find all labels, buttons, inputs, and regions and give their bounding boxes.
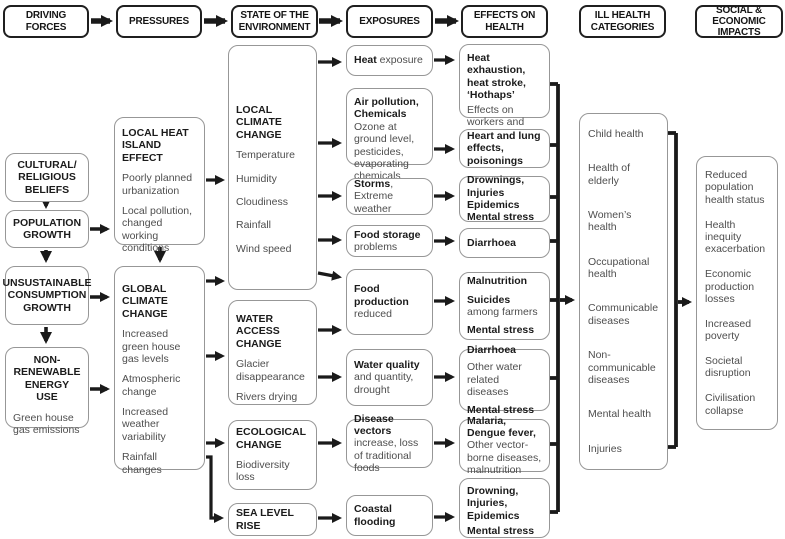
list-item: Societal disruption [705,355,751,380]
list-item: Economic production losses [705,268,755,305]
box-water-quality-quantity: Water quality and quantity, drought [346,349,433,406]
box-sea-level-rise: SEA LEVEL RISE [228,503,317,536]
box-diarrhoea: Diarrhoea [459,228,550,258]
box-cultural-religious-beliefs: CULTURAL/ RELIGIOUS BELIEFS [5,153,89,202]
header-state-of-environment: STATE OF THE ENVIRONMENT [231,5,318,38]
box-title: Heat exhaustion, heat stroke, ‘Hothaps’ [467,52,526,102]
box-social-economic-impacts: Reduced population health status Health … [696,156,778,430]
box-title: LOCAL HEAT ISLAND EFFECT [122,127,189,164]
box-global-climate-change: GLOBAL CLIMATE CHANGE Increased green ho… [114,266,205,476]
header-effects-on-health: EFFECTS ON HEALTH [461,5,548,38]
box-title: SEA LEVEL RISE [236,507,294,532]
list-item: Reduced population health status [705,169,765,206]
list-item: Mental health [588,408,652,421]
list-item: Increased poverty [705,317,752,343]
box-ill-health-categories: Child health Health of elderly Women’s h… [579,113,668,470]
box-line: Poorly planned urbanization [122,172,193,197]
list-item: Health of elderly [588,162,631,187]
box-malaria-dengue: Malaria, Dengue fever, Other vector-born… [459,415,550,476]
box-malnutrition-suicides: Malnutrition Suicides among farmers Ment… [459,272,550,340]
header-social-economic-impacts: SOCIAL & ECONOMIC IMPACTS [695,5,783,38]
list-item: Health inequity exacerbation [705,218,766,256]
box-line: Rainfall changes [122,451,162,476]
box-title: GLOBAL CLIMATE CHANGE [122,283,168,320]
box-unsustainable-consumption-growth: UNSUSTAINABLE CONSUMPTION GROWTH [2,266,92,325]
header-pressures: PRESSURES [116,5,202,38]
box-diarrhoea-water-diseases: Diarrhoea Other water related diseases M… [459,344,550,416]
box-title: NON-RENEWABLE ENERGY USE [13,354,81,404]
box-local-climate-change: LOCAL CLIMATE CHANGE Temperature Humidit… [228,45,317,290]
box-title: ECOLOGICAL CHANGE [236,426,306,451]
header-ill-health-categories: ILL HEALTH CATEGORIES [579,5,666,38]
box-population-growth: POPULATION GROWTH [5,210,89,248]
box-line: Temperature [236,149,295,162]
box-food-production-reduced: Food production reduced [346,269,433,335]
header-driving-forces: DRIVING FORCES [3,5,89,38]
box-disease-vectors: Disease vectors increase, loss of tradit… [346,413,433,474]
box-storms-extreme-weather: Storms, Extreme weather [346,178,433,215]
list-item: Non-communicable diseases [588,349,656,386]
box-note: Green house gas emissions [13,411,80,436]
box-coastal-flooding: Coastal flooding [346,495,433,536]
list-item: Civilisation collapse [705,392,756,417]
list-item: Women’s health [588,209,632,234]
box-food-storage-problems: Food storage problems [346,225,433,257]
list-item: Injuries [588,442,622,455]
box-line: Rivers drying [236,390,298,403]
box-line: Biodiversity loss [236,459,290,484]
list-item: Child health [588,128,644,140]
box-title: Air pollution, Chemicals [354,96,419,121]
box-line: Glacier disappearance [236,358,305,383]
box-title: CULTURAL/ RELIGIOUS BELIEFS [17,158,77,196]
box-line: Increased weather variability [122,406,169,443]
box-heat-exhaustion: Heat exhaustion, heat stroke, ‘Hothaps’ … [459,44,550,153]
box-title: POPULATION GROWTH [12,216,82,241]
box-line: Local pollution, changed working conditi… [122,204,193,254]
list-item: Occupational health [588,255,650,281]
box-line: Rainfall [236,219,272,232]
box-title: LOCAL CLIMATE CHANGE [236,104,282,141]
box-heat-exposure: Heat exposure [346,45,433,76]
box-line: Wind speed [236,242,292,255]
box-local-heat-island-effect: LOCAL HEAT ISLAND EFFECT Poorly planned … [114,117,205,254]
box-title: UNSUSTAINABLE CONSUMPTION GROWTH [2,276,92,314]
box-line: Humidity [236,172,277,185]
box-line: Increased green house gas levels [122,328,181,365]
box-heart-lung-effects: Heart and lung effects, poisonings [459,129,550,168]
box-title: WATER ACCESS CHANGE [236,313,282,350]
box-air-pollution-chemicals: Air pollution, Chemicals Ozone at ground… [346,88,433,182]
box-drownings-injuries-epidemics: Drownings, Injuries Epidemics Mental str… [459,174,550,223]
box-non-renewable-energy-use: NON-RENEWABLE ENERGY USE Green house gas… [5,347,89,436]
box-ecological-change: ECOLOGICAL CHANGE Biodiversity loss [228,420,317,490]
box-line: Atmospheric change [122,373,181,398]
box-line: Ozone at ground level, pesticides, evapo… [354,120,415,183]
header-exposures: EXPOSURES [346,5,433,38]
box-line: Cloudiness [236,195,288,208]
box-water-access-change: WATER ACCESS CHANGE Glacier disappearanc… [228,300,317,405]
box-drowning-mental-stress: Drowning, Injuries, Epidemics Mental str… [459,478,550,539]
list-item: Communicable diseases [588,302,659,327]
